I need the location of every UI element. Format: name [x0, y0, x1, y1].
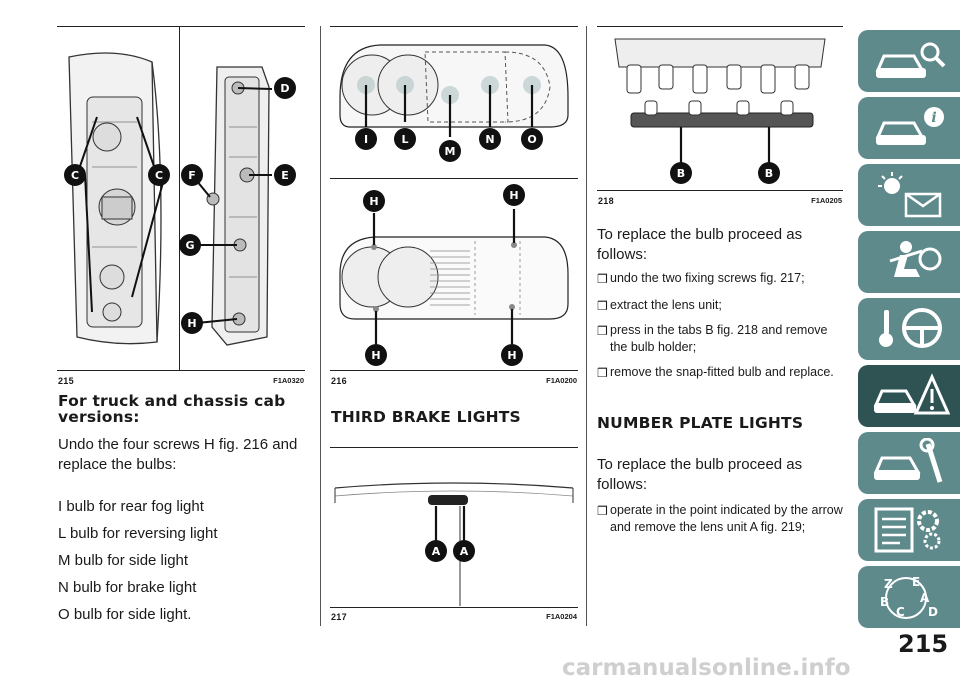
- figure-215-labels: C C D E F G H: [64, 77, 296, 334]
- svg-text:D: D: [928, 605, 938, 619]
- bullet-item: ❒ remove the snap-fitted bulb and replac…: [597, 365, 834, 380]
- figure-215-code: F1A0320: [273, 376, 304, 385]
- figure-215-number: 215: [58, 376, 74, 386]
- svg-text:H: H: [507, 349, 516, 362]
- third-brake-lights-heading: THIRD BRAKE LIGHTS: [331, 408, 521, 426]
- svg-text:H: H: [509, 189, 518, 202]
- svg-text:N: N: [485, 133, 494, 146]
- car-emergency-icon: [873, 373, 950, 415]
- tab-technical-specifications[interactable]: [858, 499, 960, 561]
- svg-text:A: A: [920, 591, 930, 605]
- car-info-icon: i: [875, 107, 944, 145]
- svg-text:i: i: [931, 110, 936, 126]
- col3-intro: To replace the bulb proceed as follows:: [597, 226, 803, 263]
- checkbox-bullet-icon: ❒: [597, 272, 608, 286]
- col3-intro-2: To replace the bulb proceed as follows:: [597, 456, 803, 493]
- column-divider-2: [586, 26, 587, 626]
- steering-key-icon: [879, 308, 942, 348]
- svg-text:C: C: [896, 605, 905, 619]
- svg-text:F: F: [188, 169, 196, 182]
- figure-217-code: F1A0204: [546, 612, 577, 621]
- bulb-n-line: N bulb for brake light: [58, 579, 197, 596]
- tab-car-search[interactable]: [858, 30, 960, 92]
- watermark: carmanualsonline.info: [562, 655, 851, 681]
- svg-text:H: H: [371, 349, 380, 362]
- bullet-item: ❒ extract the lens unit;: [597, 298, 722, 313]
- svg-text:B: B: [677, 167, 685, 180]
- figure-216-number: 216: [331, 376, 347, 386]
- figure-218-illustration: B B: [597, 27, 843, 189]
- figure-216-code: F1A0200: [546, 376, 577, 385]
- svg-text:G: G: [185, 239, 194, 252]
- figure-217-illustration: A A: [330, 448, 578, 606]
- figure-218-code: F1A0205: [811, 196, 842, 205]
- page-number: 215: [898, 630, 949, 658]
- figure-216-caption: 216 F1A0200: [331, 376, 577, 386]
- svg-text:B: B: [880, 595, 889, 609]
- bulb-o-line: O bulb for side light.: [58, 606, 192, 623]
- svg-text:D: D: [280, 82, 289, 95]
- tab-index[interactable]: Z E A B C D: [858, 566, 960, 628]
- svg-text:A: A: [460, 545, 469, 558]
- figure-215-illustration: C C D E F G H: [57, 27, 305, 369]
- figure-215-caption: 215 F1A0320: [58, 376, 304, 386]
- svg-text:Z: Z: [884, 577, 893, 591]
- bullet-item: ❒ operate in the point indicated by the …: [597, 503, 843, 534]
- checkbox-bullet-icon: ❒: [597, 366, 608, 380]
- airbag-seat-icon: [889, 241, 942, 277]
- figure-218-top-rule: [597, 26, 843, 27]
- tab-car-info[interactable]: i: [858, 97, 960, 159]
- tab-in-an-emergency[interactable]: [858, 365, 960, 427]
- bulb-m-line: M bulb for side light: [58, 552, 189, 569]
- column-divider-1: [320, 26, 321, 626]
- checkbox-bullet-icon: ❒: [597, 299, 608, 313]
- tab-safety[interactable]: [858, 231, 960, 293]
- figure-216-middle-rule: [330, 178, 578, 179]
- svg-text:E: E: [281, 169, 289, 182]
- figure-216-top-rule: [330, 26, 578, 27]
- col1-intro: Undo the four screws H fig. 216 and repl…: [58, 436, 298, 473]
- bullet-item: ❒ undo the two fixing screws fig. 217;: [597, 271, 805, 286]
- settings-list-icon: [874, 507, 941, 553]
- tab-maintenance[interactable]: [858, 432, 960, 494]
- svg-text:C: C: [155, 169, 163, 182]
- car-wrench-icon: [873, 438, 943, 483]
- svg-text:H: H: [369, 195, 378, 208]
- figure-215-divider: [179, 26, 180, 370]
- figure-217-number: 217: [331, 612, 347, 622]
- number-plate-lights-heading: NUMBER PLATE LIGHTS: [597, 414, 804, 432]
- figure-217-bottom-rule: [330, 607, 578, 608]
- figure-217-caption: 217 F1A0204: [331, 612, 577, 622]
- figure-218-bottom-rule: [597, 190, 843, 191]
- figure-216-top-illustration: I L M N O: [330, 27, 578, 177]
- figure-218-number: 218: [598, 196, 614, 206]
- svg-text:L: L: [401, 133, 408, 146]
- tab-starting-driving[interactable]: [858, 298, 960, 360]
- figure-216-bottom-rule: [330, 370, 578, 371]
- svg-text:E: E: [912, 575, 920, 589]
- svg-text:O: O: [527, 133, 536, 146]
- figure-215-top-rule: [57, 26, 305, 27]
- figure-216-bottom-illustration: H H H H: [330, 179, 578, 369]
- figure-218-caption: 218 F1A0205: [598, 196, 842, 206]
- bulb-l-line: L bulb for reversing light: [58, 525, 218, 542]
- car-magnifier-icon: [875, 42, 946, 78]
- alphabet-index-icon: Z E A B C D: [880, 575, 938, 619]
- svg-text:B: B: [765, 167, 773, 180]
- svg-text:M: M: [445, 145, 456, 158]
- svg-text:C: C: [71, 169, 79, 182]
- bullet-item: ❒ press in the tabs B fig. 218 and remov…: [597, 323, 828, 354]
- checkbox-bullet-icon: ❒: [597, 324, 608, 338]
- figure-217-top-rule: [330, 447, 578, 448]
- warning-lights-icon: [878, 172, 942, 218]
- figure-215-bottom-rule: [57, 370, 305, 371]
- bulb-i-line: I bulb for rear fog light: [58, 498, 204, 515]
- checkbox-bullet-icon: ❒: [597, 504, 608, 518]
- tab-warning-lights[interactable]: [858, 164, 960, 226]
- svg-text:H: H: [187, 317, 196, 330]
- svg-text:I: I: [364, 133, 368, 146]
- svg-text:A: A: [432, 545, 441, 558]
- truck-chassis-heading: For truck and chassis cab versions:: [58, 392, 286, 426]
